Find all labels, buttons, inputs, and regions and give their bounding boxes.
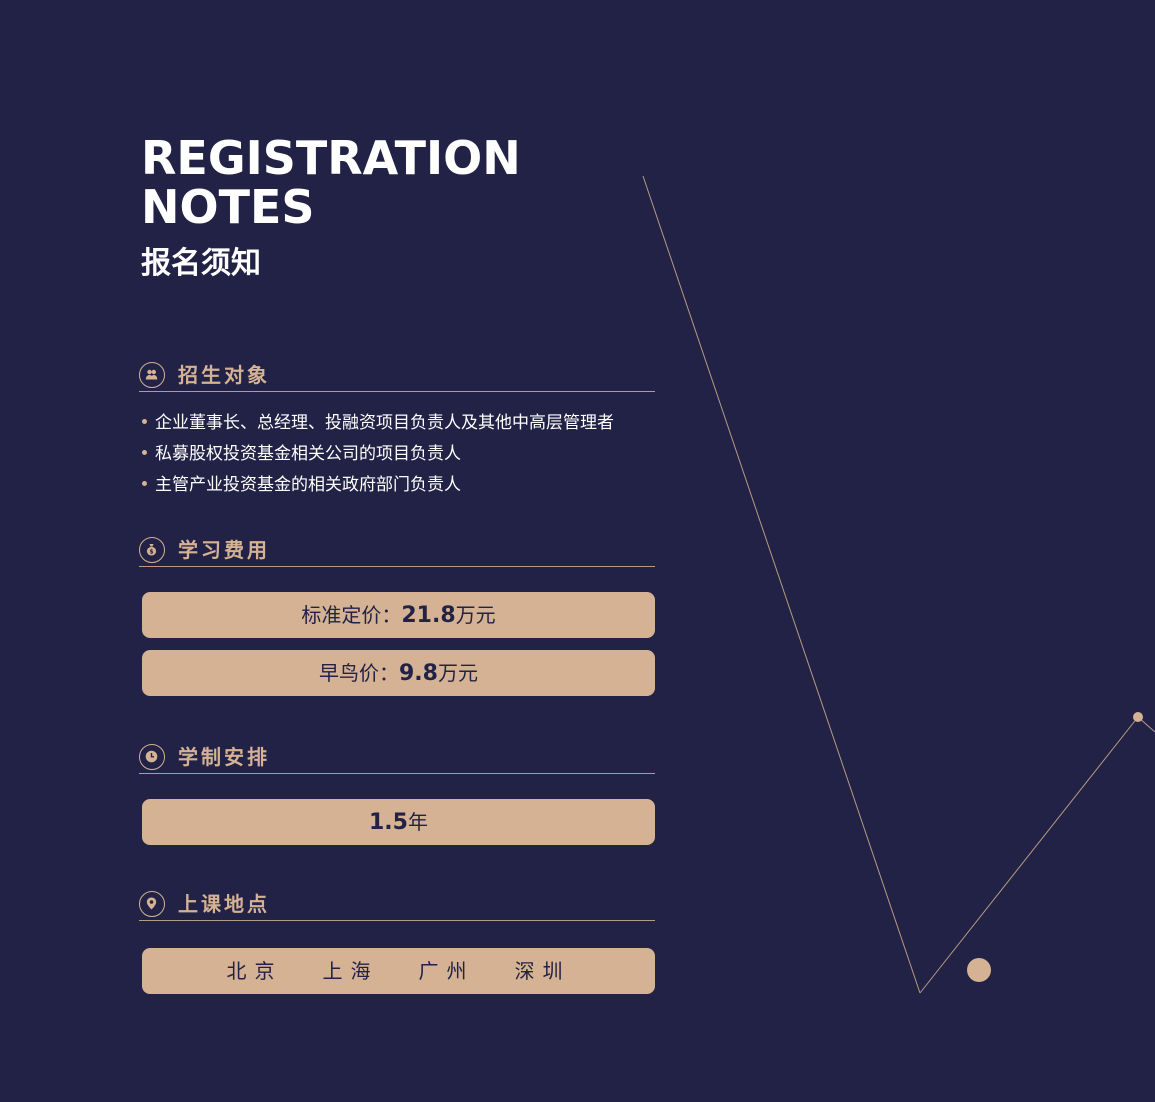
city-guangzhou: 广州 (418, 959, 475, 983)
early-bird-price-pill: 早鸟价：9.8万元 (142, 650, 655, 696)
city-beijing: 北京 (226, 959, 283, 983)
section-header-schedule: 学制安排 (139, 743, 655, 774)
people-icon (139, 362, 165, 388)
section-header-audience: 招生对象 (139, 361, 655, 392)
title-line-1: REGISTRATION (141, 131, 521, 185)
section-label-schedule: 学制安排 (178, 745, 270, 769)
section-label-locations: 上课地点 (178, 892, 270, 916)
standard-price-prefix: 标准定价： (301, 603, 402, 627)
svg-text:$: $ (149, 549, 153, 556)
city-shanghai: 上海 (322, 959, 379, 983)
decorative-dot-large (967, 958, 991, 982)
list-item: 私募股权投资基金相关公司的项目负责人 (142, 439, 614, 470)
locations-pill: 北京 上海 广州 深圳 (142, 948, 655, 994)
standard-price-pill: 标准定价：21.8万元 (142, 592, 655, 638)
section-label-fees: 学习费用 (178, 538, 270, 562)
page-title-chinese: 报名须知 (141, 246, 261, 281)
money-bag-icon: $ (139, 537, 165, 563)
clock-icon (139, 744, 165, 770)
list-item: 主管产业投资基金的相关政府部门负责人 (142, 470, 614, 501)
title-line-2: NOTES (141, 180, 315, 234)
section-label-audience: 招生对象 (178, 363, 270, 387)
duration-value: 1.5 (369, 810, 408, 835)
standard-price-value: 21.8 (401, 603, 456, 628)
section-header-fees: $ 学习费用 (139, 536, 655, 567)
city-shenzhen: 深圳 (514, 959, 571, 983)
decorative-dot-small (1133, 712, 1143, 722)
bullet-dot (142, 418, 147, 424)
location-pin-icon (139, 891, 165, 917)
section-header-locations: 上课地点 (139, 890, 655, 921)
early-bird-price-unit: 万元 (437, 661, 478, 685)
audience-list: 企业董事长、总经理、投融资项目负责人及其他中高层管理者 私募股权投资基金相关公司… (142, 408, 614, 501)
bullet-dot (142, 480, 147, 486)
standard-price-unit: 万元 (455, 603, 496, 627)
bullet-dot (142, 449, 147, 455)
page-title-english: REGISTRATION NOTES (141, 134, 521, 232)
duration-pill: 1.5年 (142, 799, 655, 845)
duration-unit: 年 (407, 810, 428, 834)
early-bird-price-value: 9.8 (399, 661, 438, 686)
early-bird-price-prefix: 早鸟价： (319, 661, 399, 685)
list-item: 企业董事长、总经理、投融资项目负责人及其他中高层管理者 (142, 408, 614, 439)
